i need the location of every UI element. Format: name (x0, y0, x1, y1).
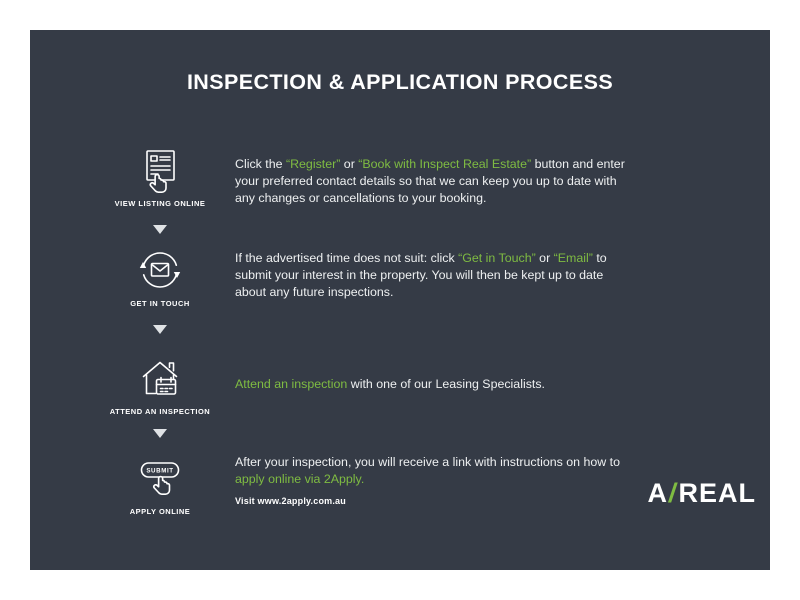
page-title: INSPECTION & APPLICATION PROCESS (186, 70, 614, 94)
step-apply-online: SUBMIT APPLY ONLINE (100, 454, 220, 516)
step-description: Attend an inspection with one of our Lea… (235, 377, 545, 391)
visit-note: Visit www.2apply.com.au (235, 496, 346, 506)
logo-prefix: A (647, 478, 668, 508)
step-description: After your inspection, you will receive … (235, 455, 620, 487)
down-arrow-icon (153, 429, 167, 438)
submit-icon-text: SUBMIT (146, 468, 173, 475)
logo-suffix: REAL (678, 478, 756, 508)
step-label: ATTEND AN INSPECTION (109, 407, 211, 416)
step-label: APPLY ONLINE (129, 507, 191, 516)
envelope-refresh-icon (136, 246, 184, 294)
step-label: VIEW LISTING ONLINE (114, 199, 206, 208)
step-description: Click the “Register” or “Book with Inspe… (235, 157, 625, 206)
step-label: GET IN TOUCH (130, 299, 190, 308)
brand-logo: A/REAL (647, 478, 756, 509)
step-get-in-touch: GET IN TOUCH (100, 246, 220, 308)
down-arrow-icon (153, 225, 167, 234)
house-calendar-icon (136, 354, 184, 402)
step-description: If the advertised time does not suit: cl… (235, 251, 607, 300)
step-view-listing: VIEW LISTING ONLINE (100, 146, 220, 208)
submit-button-hand-icon: SUBMIT (136, 454, 184, 502)
step-attend-inspection: ATTEND AN INSPECTION (100, 354, 220, 416)
view-listing-online-icon (136, 146, 184, 194)
infographic-panel: INSPECTION & APPLICATION PROCESS VIEW LI… (30, 30, 770, 570)
down-arrow-icon (153, 325, 167, 334)
